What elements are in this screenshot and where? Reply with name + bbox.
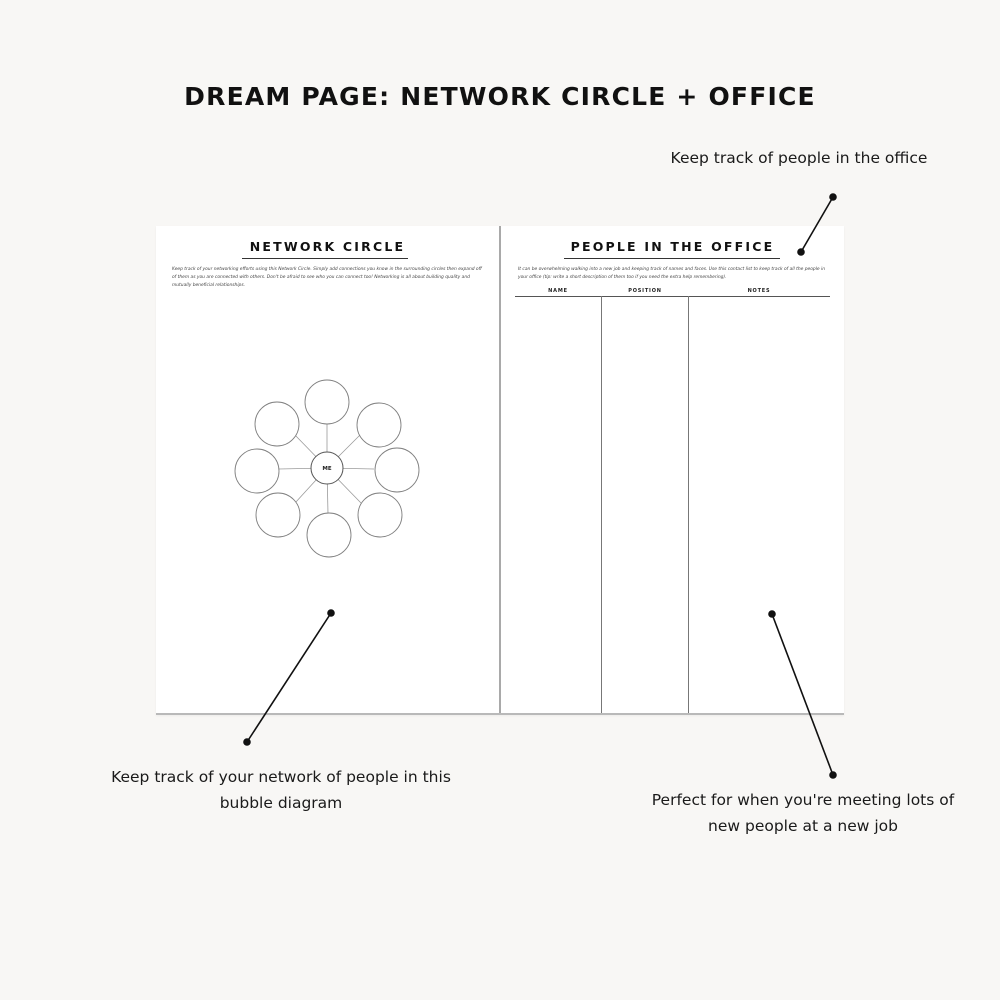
network-circle-description: Keep track of your networking efforts us… — [172, 267, 482, 288]
column-divider — [688, 296, 689, 713]
bubble-top — [304, 379, 350, 425]
network-circle-title: NETWORK CIRCLE — [249, 239, 406, 254]
book-spine — [499, 226, 501, 713]
column-header-name: NAME — [548, 288, 568, 294]
bubble-me-label: ME — [322, 466, 331, 472]
network-circle-page: NETWORK CIRCLE Keep track of your networ… — [156, 226, 499, 713]
bubble-left — [234, 448, 280, 494]
column-divider — [601, 296, 602, 713]
callout-new-job: Perfect for when you're meeting lots of … — [651, 791, 955, 835]
bubble-me — [310, 451, 344, 485]
callout-office: Keep track of people in the office — [670, 149, 928, 167]
bubble-top-right — [356, 402, 402, 448]
table-header-rule — [515, 296, 830, 297]
connector-dot — [243, 738, 251, 746]
bubble-bottom — [306, 512, 352, 558]
callout-network: Keep track of your network of people in … — [111, 768, 451, 812]
people-in-office-title: PEOPLE IN THE OFFICE — [570, 239, 775, 254]
bubble-bottom-left — [255, 492, 301, 538]
title-underline — [242, 258, 408, 259]
people-in-office-description: It can be overwhelming walking into a ne… — [518, 267, 826, 280]
column-header-notes: NOTES — [747, 288, 771, 294]
planner-spread: NETWORK CIRCLE Keep track of your networ… — [156, 226, 844, 715]
column-header-position: POSITION — [628, 288, 662, 294]
connector-dot — [829, 193, 837, 201]
bubble-bottom-right — [357, 492, 403, 538]
title-underline — [564, 258, 780, 259]
bubble-diagram: ME — [234, 379, 420, 558]
bubble-top-left — [254, 401, 300, 447]
page-heading: DREAM PAGE: NETWORK CIRCLE + OFFICE — [184, 82, 816, 111]
bubble-right — [374, 447, 420, 493]
people-in-office-page: PEOPLE IN THE OFFICE It can be overwhelm… — [501, 226, 844, 713]
connector-dot — [829, 771, 837, 779]
